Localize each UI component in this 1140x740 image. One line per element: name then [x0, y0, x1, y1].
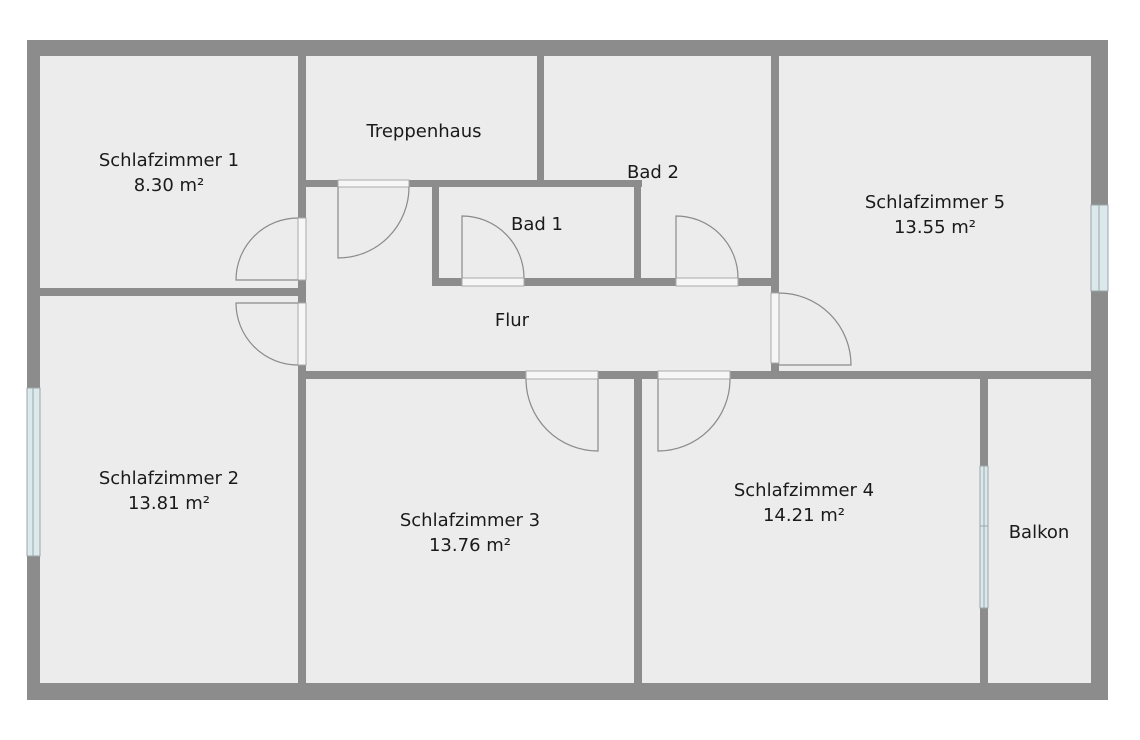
opening-treppen: [337, 179, 410, 188]
door-swing-bad1: [461, 215, 525, 279]
area-schlafzimmer-4: 14.21 m²: [763, 505, 845, 526]
door-swing-schlaf1: [235, 217, 299, 281]
door-swing-treppen: [337, 186, 410, 259]
opening-bad1: [461, 277, 525, 287]
door-openings: [297, 179, 780, 380]
opening-bad2: [675, 277, 739, 287]
area-schlafzimmer-5: 13.55 m²: [894, 217, 976, 238]
opening-schlaf1: [297, 217, 307, 281]
windows: [26, 204, 1109, 609]
area-schlafzimmer-1: 8.30 m²: [134, 175, 205, 196]
area-schlafzimmer-3: 13.76 m²: [429, 535, 511, 556]
label-schlafzimmer-3: Schlafzimmer 3: [400, 510, 540, 531]
wall-v-300: [298, 40, 306, 700]
door-swing-schlaf5: [778, 292, 852, 366]
label-treppenhaus: Treppenhaus: [366, 121, 482, 142]
wall-h-treppen: [302, 180, 642, 187]
door-swing-schlaf4: [657, 378, 731, 452]
floor: [40, 56, 1091, 683]
opening-schlaf3: [525, 370, 599, 380]
area-schlafzimmer-2: 13.81 m²: [128, 493, 210, 514]
opening-schlaf4: [657, 370, 731, 380]
door-swing-bad2: [675, 215, 739, 279]
opening-schlaf2: [297, 302, 307, 366]
label-bad-2: Bad 2: [627, 162, 679, 183]
label-balkon: Balkon: [1009, 522, 1070, 543]
door-swing-schlaf2: [235, 302, 299, 366]
wall-v-634: [634, 371, 642, 700]
wall-v-771: [771, 40, 779, 378]
label-schlafzimmer-1: Schlafzimmer 1: [99, 150, 239, 171]
label-bad-1: Bad 1: [511, 214, 563, 235]
wall-h-bad-bottom: [432, 278, 778, 286]
wall-v-bad-mid: [634, 180, 641, 286]
wall-v-bad1-left: [432, 180, 439, 286]
label-schlafzimmer-5: Schlafzimmer 5: [865, 192, 1005, 213]
opening-schlaf5: [770, 292, 780, 364]
label-flur: Flur: [495, 310, 530, 331]
door-swings: [235, 186, 852, 452]
wall-v-537: [537, 40, 544, 185]
wall-h-schlaf1: [40, 288, 302, 296]
room-labels: Schlafzimmer 1 8.30 m² Treppenhaus Bad 2…: [99, 121, 1069, 556]
door-swing-schlaf3: [525, 378, 599, 452]
label-schlafzimmer-2: Schlafzimmer 2: [99, 468, 239, 489]
label-schlafzimmer-4: Schlafzimmer 4: [734, 480, 874, 501]
